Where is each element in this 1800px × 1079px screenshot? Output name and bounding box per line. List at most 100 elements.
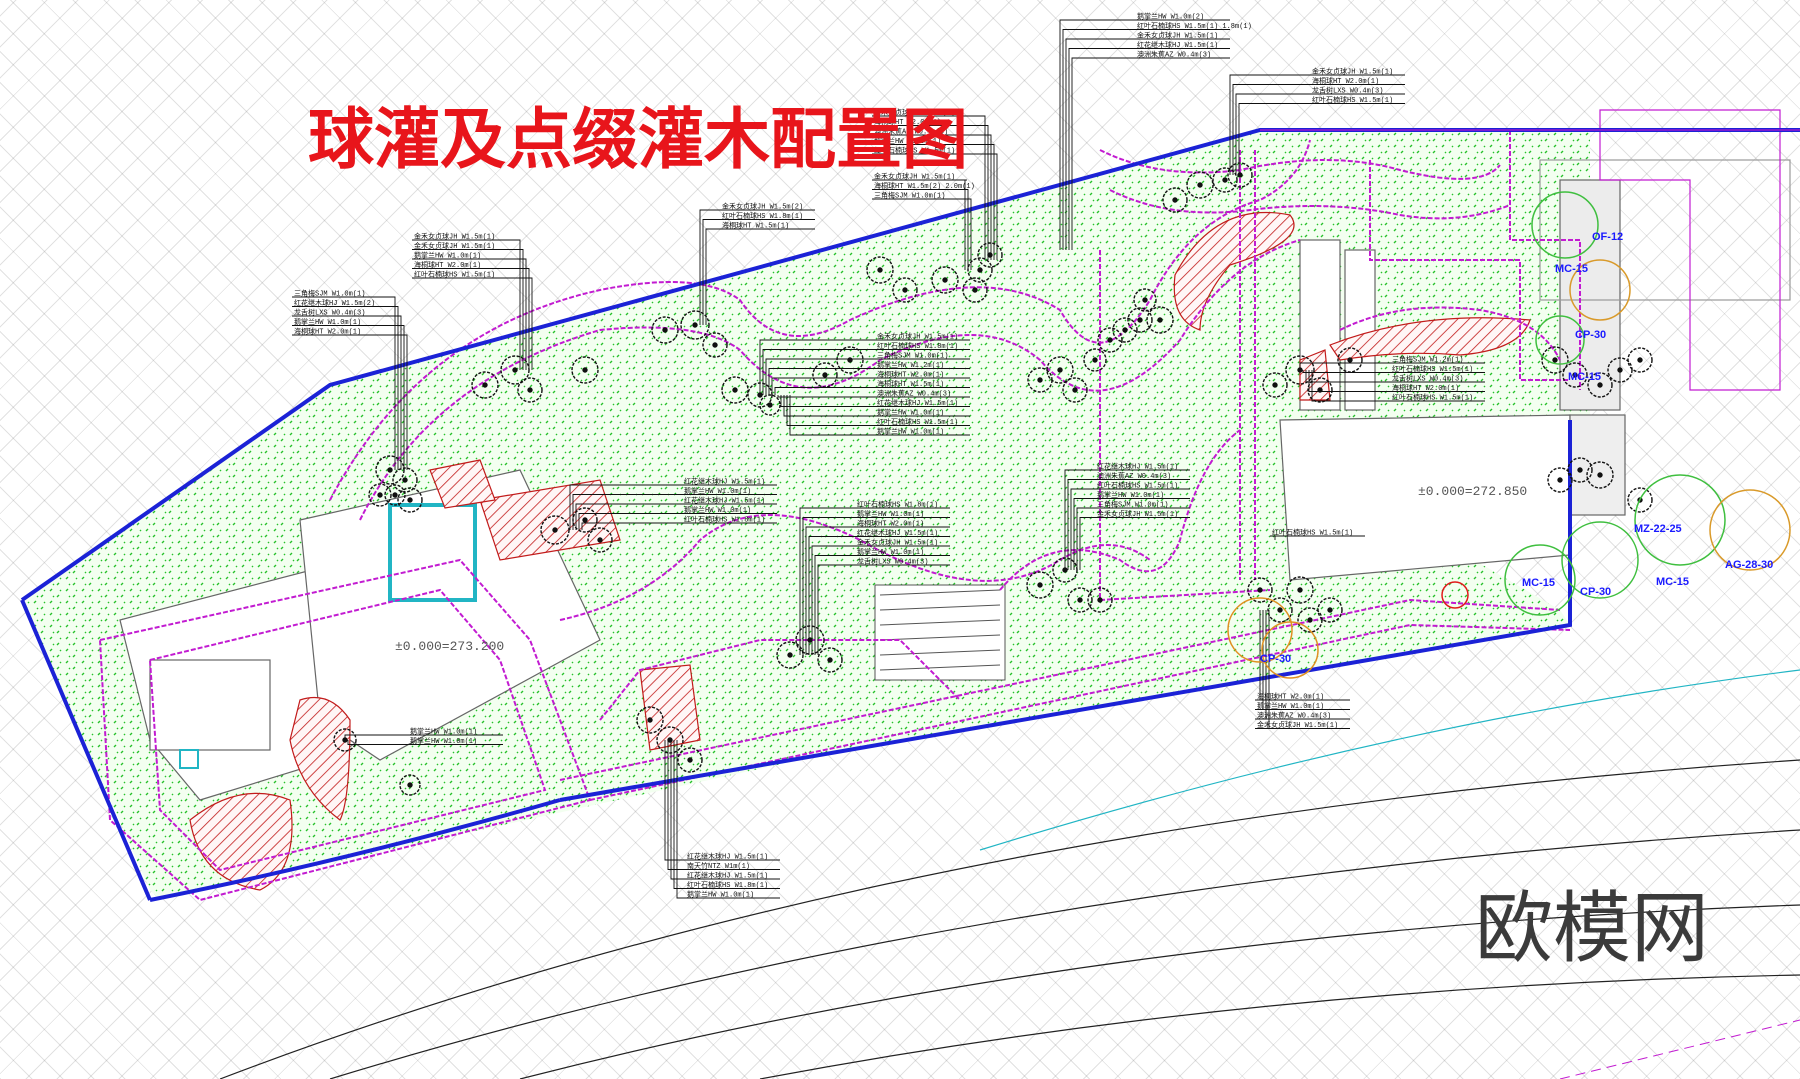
callout-label: 澳洲朱蕉AZ W0.4m(3) (1097, 471, 1171, 481)
elevation-left: ±0.000=273.200 (395, 639, 504, 654)
shrub-outline (977, 242, 1003, 268)
callout-label: 红花继木球HJ W1.5m(1) (877, 398, 958, 408)
leader-line (676, 740, 780, 899)
leader-line (1308, 370, 1485, 392)
leader-line (805, 526, 950, 655)
shrub-center (552, 527, 558, 533)
leader-line (799, 507, 950, 655)
callout-label: 红叶石楠球HS W1.5m(1) 1.8m(1) (1137, 21, 1252, 31)
leader-line (673, 740, 780, 889)
callout-label: 鹅掌兰HW W1.0m(1) (1257, 701, 1324, 711)
shrub-center (1572, 372, 1578, 378)
shrub-outline (1337, 347, 1363, 373)
shrub-outline (636, 706, 664, 734)
callout-label: 红叶石楠球HS W1.5m(1) (1392, 364, 1473, 374)
code-mz: MZ-22-25 (1634, 523, 1682, 535)
callout-label: 三角梅SJM W1.2m(1) (1392, 355, 1463, 365)
leader-line (705, 228, 815, 325)
callout-label: 鹅掌兰HW W1.0m(1) (410, 736, 477, 746)
leader-line (699, 209, 815, 325)
leader-line (768, 368, 970, 395)
shrub-outline (399, 774, 421, 796)
leader-line (872, 125, 989, 260)
shrub-outline (571, 356, 599, 384)
shrub-outline (1133, 288, 1157, 312)
shrub-center (1557, 477, 1563, 483)
shrub-outline (1097, 327, 1123, 353)
shrub-outline (1547, 467, 1573, 493)
shrub-outline (1285, 355, 1315, 385)
code-mc-b: MC-15 (1656, 576, 1689, 588)
shrub-outline (1227, 162, 1253, 188)
shrub-outline (1186, 171, 1214, 199)
callout-label: 龙舌树LXS W0.4m(3) (294, 308, 365, 318)
callout-label: 鹅掌兰HW W1.0m(1) (1097, 490, 1164, 500)
shrub-center (1297, 587, 1303, 593)
callout-label: 鹅掌兰HW W1.0m(1) (877, 427, 944, 437)
shrub-outline (1317, 597, 1343, 623)
shrub-center (1552, 357, 1558, 363)
road-lines (219, 669, 1800, 1079)
shrub-center (1122, 327, 1128, 333)
leader-line (1238, 103, 1405, 175)
shrub-outline (1026, 571, 1054, 599)
leader-line (667, 740, 780, 870)
callout-labels: 鹅掌兰HW W1.0m(2)红叶石楠球HS W1.5m(1) 1.8m(1)金禾… (294, 12, 1473, 900)
leader-line (762, 349, 970, 395)
callout-label: 红叶石楠球HS W1.5m(1) (1392, 393, 1473, 403)
callout-label: 金禾女贞球JH W1.5m(1) (414, 241, 495, 251)
shrub-outline (812, 362, 838, 388)
shrub-center (1277, 607, 1283, 613)
shrub-outline (836, 346, 864, 374)
leader-line (783, 395, 970, 417)
shrub-center (1617, 367, 1623, 373)
leader-line (412, 268, 530, 370)
shrub-center (1072, 387, 1078, 393)
callout-label: 红花继木球HJ W1.5m(1) (684, 496, 765, 506)
shrub-center (647, 717, 653, 723)
leader-line (1232, 84, 1405, 175)
leader-line (412, 239, 521, 370)
shrub-center (482, 382, 488, 388)
shrub-center (1097, 597, 1103, 603)
callout-label: 金禾女贞球JH W1.5m(1) (1312, 67, 1393, 77)
leader-line (817, 564, 950, 655)
leader-line (780, 395, 970, 407)
callout-label: 三角梅SJM W1.0m(1) (294, 289, 365, 299)
shrub-outline (1127, 307, 1153, 333)
callout-label: 金禾女贞球JH W1.5m(2) (722, 202, 803, 212)
leader-line (575, 503, 777, 530)
shrub-outline (333, 728, 357, 752)
leader-line (789, 395, 970, 436)
leader-line (759, 339, 970, 395)
callout-label: 金禾女贞球JH W1.5m(1) (874, 108, 955, 118)
callout-label: 红花继木球HJ W1.5m(1) (1137, 40, 1218, 50)
shrub-center (597, 537, 603, 543)
shrub-outline (1297, 607, 1323, 633)
shrub-outline (1112, 317, 1138, 343)
shrub-center (1107, 337, 1113, 343)
shrub-center (1307, 617, 1313, 623)
shrub-symbols (333, 162, 1653, 796)
callout-label: 鹅掌兰HW W1.0m(1) (687, 890, 754, 900)
elevation-right: ±0.000=272.850 (1418, 484, 1527, 499)
shrub-outline (656, 726, 684, 754)
shrub-center (877, 267, 883, 273)
callout-label: 海桐球HT W2.0m(1) (294, 327, 361, 337)
leader-line (1062, 29, 1230, 250)
callout-label: 澳洲朱蕉AZ W0.4m(3) (874, 127, 948, 137)
leader-line (572, 494, 777, 530)
shrub-outline (540, 515, 570, 545)
leader-line (872, 144, 995, 260)
leader-line (774, 387, 970, 395)
leader-line (786, 395, 970, 426)
shrub-outline (1627, 347, 1653, 373)
callout-label: 鹅掌兰HW W1.0m(1) (857, 509, 924, 519)
shrub-center (1077, 597, 1083, 603)
shrub-outline (517, 377, 543, 403)
leader-lines (292, 19, 1485, 899)
callout-label: 红叶石楠球HS W1.5m(1) (414, 270, 495, 280)
leader-line (292, 315, 402, 470)
shrub-outline (1607, 357, 1633, 383)
